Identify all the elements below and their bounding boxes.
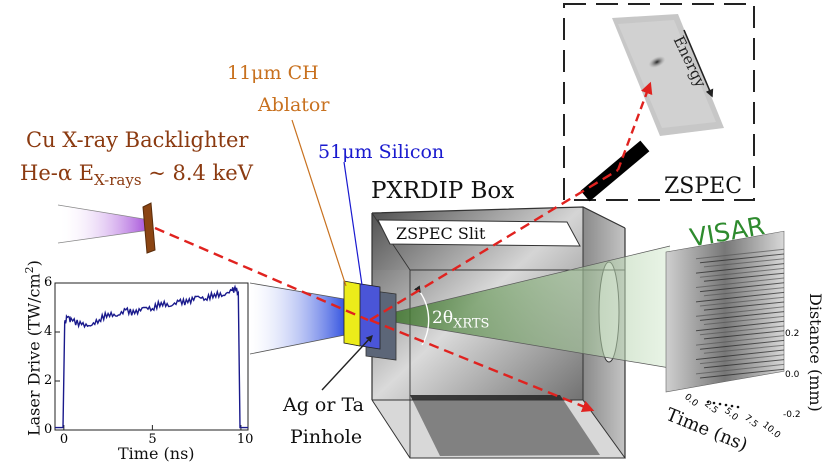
- visar-fringe: [699, 325, 785, 336]
- visar-fringe: [703, 301, 785, 311]
- scattering-angle-arc: [413, 285, 430, 346]
- visar-distance-tick-2: 0.0: [785, 370, 800, 380]
- visar-fringe: [703, 258, 785, 268]
- angle-prefix: 2θ: [432, 308, 454, 328]
- visar-fringe: [703, 272, 785, 282]
- energy-arrow: [683, 29, 714, 98]
- visar-fringe: [695, 306, 785, 317]
- visar-fringe: [695, 349, 785, 361]
- scattered-ray-to-zspec: [369, 168, 619, 322]
- laser-drive-beam: [250, 283, 350, 354]
- visar-distance-label: Distance (mm): [806, 293, 825, 412]
- y-tick-label: 2: [44, 373, 53, 388]
- y-tick-label: 6: [44, 275, 53, 290]
- silicon-label: 51μm Silicon: [318, 141, 445, 163]
- pinhole-label-line1: Ag or Ta: [283, 394, 365, 416]
- x-tick-label: 0: [59, 432, 69, 447]
- backlighter-ray: [154, 226, 369, 322]
- visar-fringe: [703, 287, 785, 297]
- backlighter-target: [142, 202, 156, 254]
- visar-distance-tick-3: -0.2: [783, 410, 801, 420]
- visar-streak-image: [665, 230, 785, 393]
- visar-time-dots: [706, 400, 740, 409]
- visar-fringe: [695, 363, 785, 375]
- x-tick-label: 5: [148, 432, 157, 447]
- silicon-leader: [343, 161, 363, 286]
- visar-fringe: [695, 291, 785, 303]
- zspec-signal-spot: [648, 56, 666, 68]
- energy-prefix: He-α E: [20, 161, 95, 185]
- pinhole-leader: [321, 334, 373, 391]
- visar-fringe: [699, 354, 785, 365]
- visar-fringe: [695, 248, 785, 260]
- visar-fringe: [699, 296, 785, 307]
- ablator-label-line2: Ablator: [258, 94, 330, 116]
- backlighter-energy: He-α EX-rays ~ 8.4 keV: [20, 163, 253, 188]
- diffracted-ray: [369, 318, 595, 412]
- hopg-crystal: [580, 140, 650, 202]
- zspec-slit-label: ZSPEC Slit: [396, 224, 486, 243]
- laser-drive-chart: [54, 282, 249, 431]
- pinhole-label-line2: Pinhole: [290, 426, 363, 448]
- visar-fringe: [699, 253, 785, 264]
- visar-fringe: [699, 339, 785, 350]
- angle-subscript: XRTS: [453, 316, 490, 332]
- visar-fringe: [699, 368, 785, 379]
- visar-fringe: [695, 263, 785, 274]
- y-tick-label: 4: [44, 324, 53, 339]
- visar-fringe: [703, 315, 785, 326]
- hopg-reflected-ray: [616, 81, 653, 171]
- visar-fringe: [695, 277, 785, 289]
- visar-fringe: [695, 320, 785, 332]
- ablator-leader: [291, 119, 347, 287]
- energy-subscript: X-rays: [94, 171, 142, 190]
- pxrdip-box-title: PXRDIP Box: [371, 178, 515, 204]
- scattering-angle-label: 2θXRTS: [432, 308, 490, 332]
- chart-xlabel: Time (ns): [118, 444, 195, 463]
- visar-fringe: [699, 267, 785, 278]
- y-tick-label: 0: [44, 422, 53, 437]
- zspec-slit: [377, 219, 581, 247]
- zspec-enclosure: [563, 3, 755, 201]
- visar-fringe: [703, 330, 785, 340]
- laser-drive-trace: [55, 284, 248, 429]
- energy-suffix: ~ 8.4 keV: [141, 161, 253, 185]
- visar-fringe: [695, 335, 785, 346]
- chart-ylabel: Laser Drive (TW/cm2): [23, 260, 44, 436]
- ablator-label-line1: 11μm CH: [227, 62, 319, 84]
- visar-fringe: [703, 344, 785, 354]
- visar-fringe: [703, 359, 785, 369]
- x-tick-label: 10: [236, 432, 254, 447]
- visar-distance-tick-1: 0.2: [785, 329, 800, 339]
- visar-beam: [370, 246, 670, 368]
- backlighter-beam: [58, 205, 150, 243]
- visar-fringe: [699, 311, 785, 321]
- chart-frame: [54, 282, 249, 431]
- zspec-label: ZSPEC: [664, 174, 743, 199]
- backlighter-title: Cu X-ray Backlighter: [26, 128, 249, 152]
- visar-fringe: [699, 282, 785, 293]
